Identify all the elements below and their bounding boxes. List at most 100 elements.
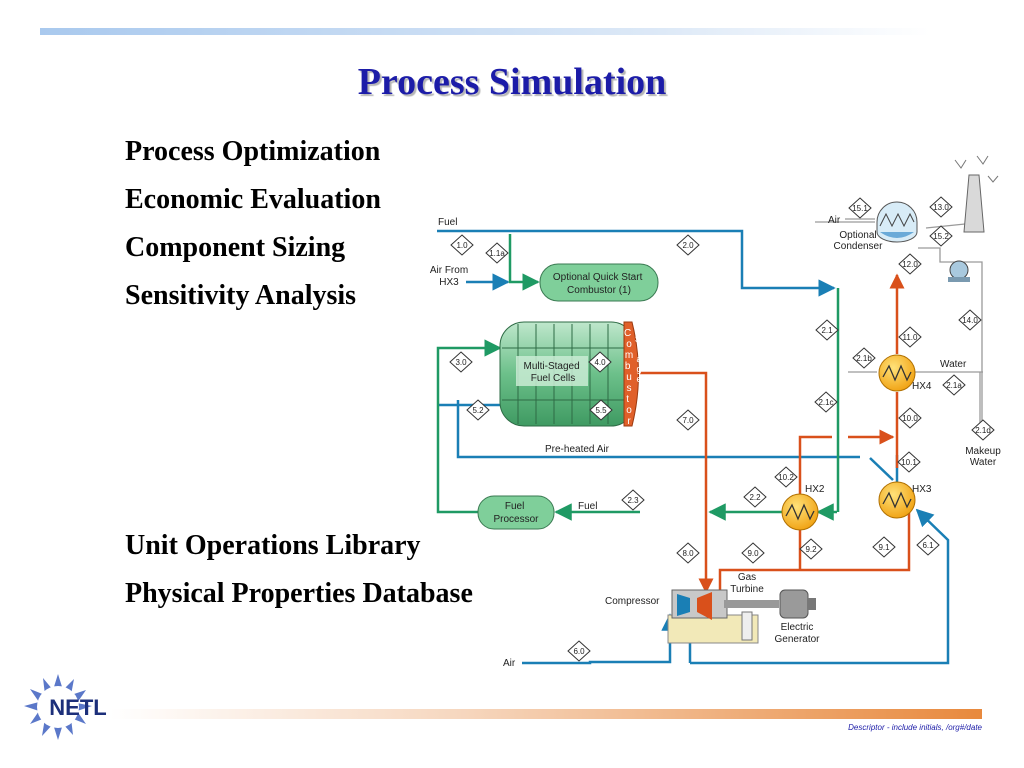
stream-marker: 10.0 — [898, 407, 922, 429]
stream-marker: 9.0 — [741, 542, 765, 564]
stream-marker-label: 2.1a — [946, 381, 962, 390]
stream-marker-label: 9.2 — [805, 545, 817, 554]
stream-marker: 4.0 — [588, 351, 612, 373]
stream-marker: 8.0 — [676, 542, 700, 564]
air-condenser-label: Air — [828, 215, 841, 226]
fuel-cells-label-2: Fuel Cells — [531, 373, 575, 384]
water-label: Water — [940, 359, 967, 370]
makeup-water-line1: Makeup — [965, 446, 1001, 457]
stream-marker: 2.1 — [815, 319, 839, 341]
stream-marker: 15.1 — [848, 197, 872, 219]
fuel-processor-label-2: Processor — [493, 514, 539, 525]
stream-marker: 5.2 — [466, 399, 490, 421]
stream-marker-label: 2.0 — [682, 241, 694, 250]
gas-turbine-line2: Turbine — [730, 584, 764, 595]
page-title: Process Simulation — [357, 61, 667, 103]
svg-text:Optional Quick Start Com: Optional Quick Start Combustor (1) — [553, 272, 645, 296]
optional-condenser-line1: Optional — [839, 230, 876, 241]
stream-marker-label: 8.0 — [682, 549, 694, 558]
bullet-item: Unit Operations Library — [125, 530, 421, 561]
footer-descriptor: Descriptor - include initials, /org#/dat… — [848, 723, 982, 732]
bullet-item: Economic Evaluation — [125, 184, 381, 215]
svg-text:Multi-Staged Fuel Cells: Multi-Staged Fuel Cells — [524, 361, 583, 384]
stream-marker: 15.2 — [929, 225, 953, 247]
stream-marker: 2.1d — [971, 419, 995, 441]
stream-marker-label: 2.1b — [856, 354, 872, 363]
stream-marker: 11.0 — [898, 326, 922, 348]
stream-marker-label: 15.1 — [852, 204, 868, 213]
stream-marker: 13.0 — [929, 196, 953, 218]
stream-marker: 5.5 — [589, 399, 613, 421]
stream-marker-label: 13.0 — [933, 203, 949, 212]
fuel-inlet-label: Fuel — [438, 217, 457, 228]
hx4-label: HX4 — [912, 381, 932, 392]
stream-marker: 2.1a — [942, 374, 966, 396]
stream-marker-label: 9.0 — [747, 549, 759, 558]
hx3-exchanger — [878, 481, 916, 519]
bullet-list-bottom: Unit Operations Library Physical Propert… — [125, 531, 473, 627]
hx2-label: HX2 — [805, 484, 825, 495]
stream-marker-label: 7.0 — [682, 416, 694, 425]
bullet-item: Process Optimization — [125, 136, 381, 167]
stream-marker-label: 4.0 — [594, 358, 606, 367]
top-accent-bar — [40, 28, 930, 35]
hx2-exchanger — [781, 493, 819, 531]
stream-marker: 3.0 — [449, 351, 473, 373]
stream-marker: 14.0 — [958, 309, 982, 331]
green-streams — [436, 234, 840, 521]
stream-marker: 6.1 — [916, 534, 940, 556]
stream-marker-label: 10.1 — [901, 458, 917, 467]
gas-turbine-line1: Gas — [738, 572, 756, 583]
stream-marker-label: 1.1a — [489, 249, 505, 258]
stream-marker: 9.1 — [872, 536, 896, 558]
blue-streams — [437, 229, 950, 665]
stream-marker-label: 5.2 — [472, 406, 484, 415]
air-from-hx3-line1: Air From — [430, 265, 468, 276]
logo-starburst-icon — [24, 674, 92, 740]
red-streams — [640, 273, 911, 594]
air-from-hx3-line2: HX3 — [439, 277, 459, 288]
quick-start-label-2: Combustor (1) — [567, 285, 631, 296]
stream-marker-label: 14.0 — [962, 316, 978, 325]
fuel-processor: Fuel Processor — [477, 495, 555, 530]
stream-marker-label: 3.0 — [455, 358, 467, 367]
hx3-label: HX3 — [912, 484, 932, 495]
stream-marker: 7.0 — [676, 409, 700, 431]
stream-marker-label: 2.2 — [749, 493, 761, 502]
optional-condenser-line2: Condenser — [834, 241, 884, 252]
netl-logo: NETL — [24, 674, 107, 740]
air-inlet-label: Air — [503, 658, 516, 669]
bullet-item: Component Sizing — [125, 232, 346, 263]
stream-marker: 2.3 — [621, 489, 645, 511]
stream-marker-label: 15.2 — [933, 232, 949, 241]
fuel-cells-label-1: Multi-Staged — [524, 361, 580, 372]
stream-marker-label: 6.1 — [922, 541, 934, 550]
bullet-item: Sensitivity Analysis — [125, 280, 357, 311]
quick-start-label-1: Optional Quick Start — [553, 272, 643, 283]
compressor-label: Compressor — [605, 596, 660, 607]
stream-marker: 2.0 — [676, 234, 700, 256]
electric-generator-line1: Electric — [781, 622, 814, 633]
stream-marker-label: 9.1 — [878, 543, 890, 552]
stream-marker: 12.0 — [898, 253, 922, 275]
combustor-vertical-label: C — [624, 328, 631, 339]
preheated-air-label: Pre-heated Air — [545, 444, 610, 455]
bottom-accent-bar — [110, 709, 982, 719]
stream-marker: 1.0 — [450, 234, 474, 256]
stream-marker-label: 1.0 — [456, 241, 468, 250]
hx4-exchanger — [878, 354, 916, 392]
stream-marker-label: 6.0 — [573, 647, 585, 656]
svg-text:Fuel Processor: Fuel Processor — [493, 501, 539, 525]
logo-text: NETL — [49, 695, 106, 720]
electric-generator-line2: Generator — [774, 634, 820, 645]
stream-marker-label: 11.0 — [903, 333, 919, 342]
fuel-processor-label-1: Fuel — [505, 501, 524, 512]
stream-marker: 2.1b — [852, 347, 876, 369]
stream-marker: 10.2 — [774, 466, 798, 488]
